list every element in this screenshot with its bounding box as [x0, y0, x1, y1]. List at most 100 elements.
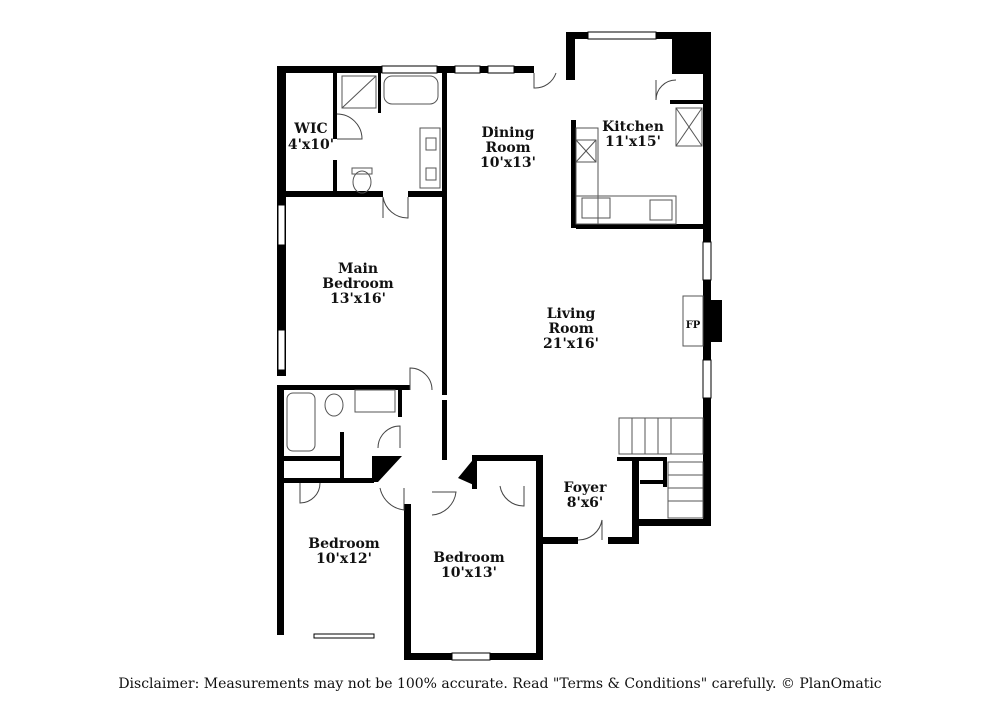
wall-top-dining-3 [514, 66, 534, 73]
wall-closet-bottom [284, 478, 374, 483]
label-foyer-size: 8'x6' [567, 495, 603, 511]
label-bedroom-right-size: 10'x13' [441, 565, 497, 581]
window-bedroom-left-bottom [313, 633, 375, 639]
wall-main-top-right [408, 191, 446, 197]
wall-hall-bath-bottom [284, 456, 344, 461]
closet-corner-right [458, 456, 476, 486]
wall-bottom-stair [632, 519, 711, 526]
vanity-hall [354, 389, 396, 413]
window-kitchen-top [587, 31, 657, 40]
bathtub-hall [286, 392, 316, 452]
shower-diag-1 [341, 75, 377, 109]
label-living-size: 21'x16' [543, 336, 599, 352]
wall-kitchen-left-stub [566, 32, 575, 80]
wall-right-bed-top [476, 455, 543, 461]
wall-bedroom-right-bottom-2 [490, 653, 543, 660]
door-hall-bath [377, 425, 401, 449]
kitchen-sink [581, 197, 611, 219]
kitchen-counter-bottom [575, 195, 677, 225]
label-bedroom-left-size: 10'x12' [316, 551, 372, 567]
stairs-lower [667, 461, 704, 519]
wall-kitchen-left [571, 120, 576, 228]
wall-top-dining-2 [480, 66, 488, 73]
door-dining-outside [533, 72, 557, 89]
shower-main [341, 75, 377, 109]
label-kitchen-size: 11'x15' [605, 134, 661, 150]
disclaimer-text: Disclaimer: Measurements may not be 100%… [118, 676, 882, 692]
wall-stair-lower [640, 480, 667, 484]
door-front [577, 519, 603, 541]
window-main-2 [277, 329, 286, 371]
window-living-2 [702, 359, 712, 399]
windows [277, 31, 712, 661]
doors [299, 72, 677, 541]
label-bedroom-left-name: Bedroom [308, 536, 380, 552]
wall-top-dining-1 [437, 66, 455, 73]
label-kitchen-name: Kitchen [602, 119, 664, 135]
label-wic-name: WIC [293, 121, 327, 137]
label-main-line1: Main [338, 261, 378, 277]
door-bed-left-closet [299, 482, 321, 504]
toilet-main-tank [351, 167, 373, 175]
wall-top-wic [277, 66, 382, 73]
label-living-line1: Living [547, 306, 596, 322]
sink-main-1 [425, 137, 437, 151]
wall-closet-left [340, 432, 344, 482]
wall-kitchen-bottom [576, 224, 703, 229]
door-main-bedroom [409, 367, 433, 391]
wall-bedroom-right-left [404, 504, 411, 660]
window-bath-top [381, 65, 438, 74]
door-bed-right [431, 491, 457, 516]
wall-wic-right-lower [333, 160, 337, 194]
wall-hall-bath-right [398, 389, 402, 417]
kitchen-stove [649, 199, 673, 221]
label-foyer-name: Foyer [564, 480, 608, 496]
interior-walls [277, 73, 703, 489]
toilet-main [352, 170, 372, 194]
wall-bedroom-right-bottom-1 [404, 653, 452, 660]
wall-foyer-bottom-right [608, 537, 639, 544]
wall-bedroom-right-right [536, 460, 543, 660]
label-wic-size: 4'x10' [288, 137, 334, 153]
wall-left-lower [277, 385, 284, 635]
door-bed-left [379, 487, 405, 511]
vanity-main [419, 127, 441, 189]
label-dining-line2: Room [485, 140, 530, 156]
wall-stair-divider [663, 457, 667, 487]
fridge [675, 107, 703, 147]
label-bedroom-right-name: Bedroom [433, 550, 505, 566]
window-main-1 [277, 204, 286, 246]
dishwasher [575, 139, 597, 163]
bathtub-main [383, 75, 439, 105]
fireplace [682, 295, 704, 347]
label-main-line2: Bedroom [322, 276, 394, 292]
label-dining-size: 10'x13' [480, 155, 536, 171]
fireplace-bump [711, 300, 722, 342]
kitchen-counter-left [575, 127, 599, 225]
closet-corner-left [372, 456, 402, 482]
fridge-x-2 [675, 107, 703, 147]
wall-pantry [670, 100, 703, 104]
wall-right-upper [703, 32, 711, 242]
door-main-bath [382, 196, 409, 219]
wall-dining-left [442, 73, 447, 395]
wall-closet-right-side [472, 455, 477, 489]
label-dining-line1: Dining [482, 125, 535, 141]
wall-foyer-right [632, 459, 639, 544]
label-fireplace: FP [686, 320, 701, 331]
label-living-line2: Room [548, 321, 593, 337]
wall-kitchen-top-left [566, 32, 588, 39]
wall-foyer-bottom-left [540, 537, 578, 544]
wall-hall-bath-top [284, 385, 404, 389]
wall-right-lower [703, 398, 711, 526]
door-closet-right [499, 485, 525, 507]
window-dining-1 [454, 65, 481, 74]
wall-main-top-left [277, 191, 383, 197]
door-wic [336, 113, 363, 140]
window-living-1 [702, 241, 712, 281]
window-bedroom-right [451, 652, 491, 661]
wall-bath-inner [378, 73, 381, 113]
stairs [618, 417, 704, 455]
fixtures [286, 75, 704, 519]
